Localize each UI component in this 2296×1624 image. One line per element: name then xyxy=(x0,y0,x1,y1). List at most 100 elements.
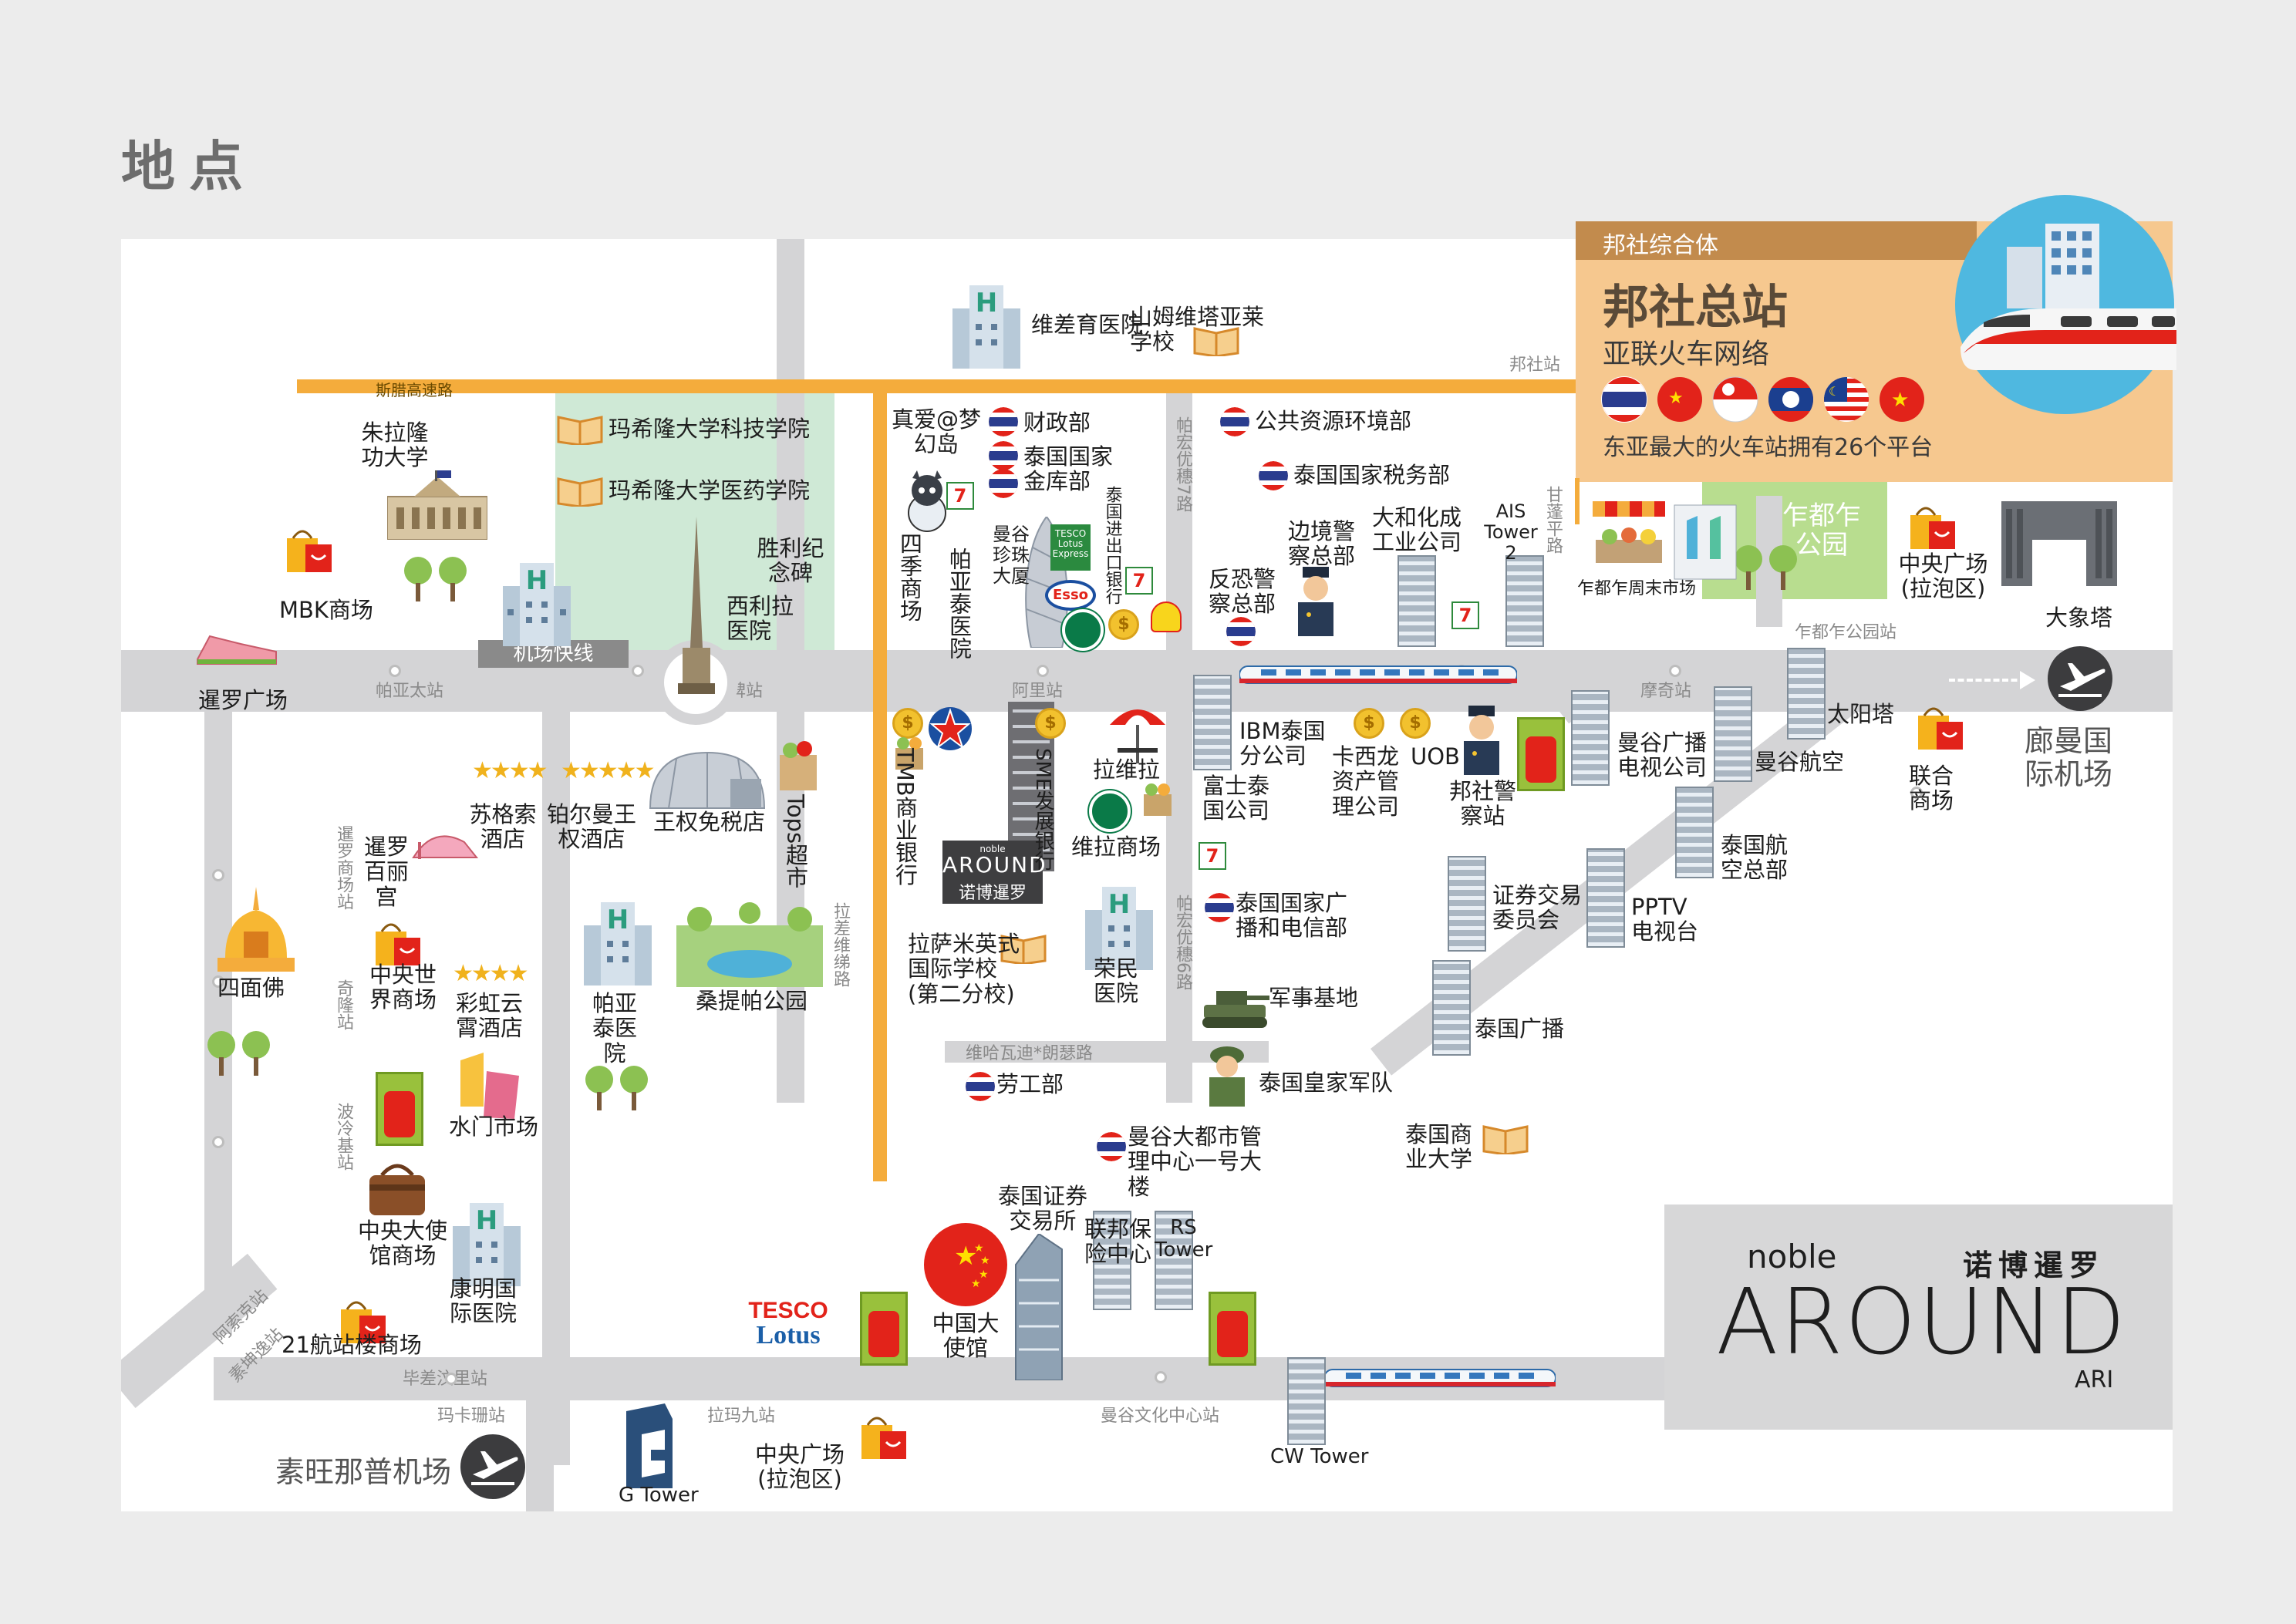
label-uob[interactable]: UOB xyxy=(1411,743,1460,770)
label-chatuchak-park[interactable]: 乍都乍公园 xyxy=(1782,500,1861,561)
label-suk-hotel[interactable]: 苏格索酒店 xyxy=(469,801,537,853)
rs-tower-icon xyxy=(1155,1211,1193,1310)
expressway-v xyxy=(873,379,887,1181)
label-cw-tower[interactable]: CW Tower xyxy=(1270,1445,1369,1468)
label-g-tower[interactable]: G Tower xyxy=(619,1484,699,1507)
label-finance[interactable]: 财政部 xyxy=(1023,409,1091,436)
label-santiphap[interactable]: 桑提帕公园 xyxy=(696,988,808,1014)
label-daiwa[interactable]: 大和化成工业公司 xyxy=(1372,504,1462,556)
svg-text:★: ★ xyxy=(954,1241,977,1272)
road-pradiphat: 拉差维绨路 xyxy=(831,902,850,987)
dot-siam[interactable] xyxy=(212,869,224,881)
label-revenue[interactable]: 泰国国家税务部 xyxy=(1293,462,1451,488)
label-true-love[interactable]: 真爱@梦幻岛 xyxy=(891,406,981,458)
dot-victory[interactable] xyxy=(632,665,644,677)
label-pptv[interactable]: PPTV电视台 xyxy=(1631,894,1699,945)
label-chinese-embassy[interactable]: 中国大使馆 xyxy=(932,1310,1000,1362)
dot-ploenchit[interactable] xyxy=(212,1136,224,1148)
label-don-mueang[interactable]: 廊曼国际机场 xyxy=(2024,724,2112,791)
label-siriraj[interactable]: 西利拉医院 xyxy=(727,593,794,645)
label-tmb[interactable]: TMB商业银行 xyxy=(892,748,919,886)
label-ibm[interactable]: IBM泰国分公司 xyxy=(1239,718,1326,770)
seven-eleven-icon: 7 xyxy=(946,482,974,510)
label-kasikorn-am[interactable]: 卡西龙资产管理公司 xyxy=(1332,743,1400,820)
label-central-ladprao-top[interactable]: 中央广场(拉泡区) xyxy=(1898,551,1988,602)
book-icon xyxy=(557,416,603,445)
logo-noble: noble xyxy=(1747,1238,1837,1275)
label-mahidol-pharmacy[interactable]: 玛希隆大学医药学院 xyxy=(609,477,811,504)
label-central-rama9[interactable]: 中央广场(拉泡区) xyxy=(754,1441,845,1493)
veterans-hospital-icon: H xyxy=(1085,887,1153,970)
label-sun-tower[interactable]: 太阳塔 xyxy=(1827,701,1895,727)
label-siam-paragon[interactable]: 暹罗广场 xyxy=(198,687,288,713)
police-icon xyxy=(1298,567,1333,636)
label-mbk[interactable]: MBK商场 xyxy=(279,597,373,623)
label-wichaiyut[interactable]: 维差育医院 xyxy=(1031,312,1144,338)
label-central-embassy[interactable]: 中央大使馆商场 xyxy=(357,1218,447,1269)
label-bangkok-airways[interactable]: 曼谷航空 xyxy=(1755,749,1845,775)
label-thai-airways[interactable]: 泰国航空总部 xyxy=(1721,832,1789,884)
label-tops[interactable]: Tops超市 xyxy=(782,794,809,889)
dot-chidlom[interactable] xyxy=(212,975,224,988)
svg-text:☾: ☾ xyxy=(1829,384,1839,399)
label-suvarnabhumi[interactable]: 素旺那普机场 xyxy=(275,1455,452,1489)
label-sec[interactable]: 证券交易委员会 xyxy=(1492,882,1583,934)
label-terminal21[interactable]: 21航站楼商场 xyxy=(282,1332,422,1358)
label-ais[interactable]: AIS Tower 2 xyxy=(1484,500,1538,564)
label-bma[interactable]: 曼谷大都市管理中心一号大楼 xyxy=(1128,1124,1263,1200)
road-ratchaprarop xyxy=(542,694,570,1465)
label-nbtc[interactable]: 泰国国家广播和电信部 xyxy=(1236,890,1348,942)
dot-phaya-thai[interactable] xyxy=(389,665,401,677)
label-rainbow-hotel[interactable]: 彩虹云霄酒店 xyxy=(455,990,523,1042)
label-phyathai1[interactable]: 帕亚泰医院 xyxy=(592,990,637,1066)
label-kmutnb[interactable]: 玛希隆大学科技学院 xyxy=(609,416,811,442)
label-siam-palace[interactable]: 暹罗百丽宫 xyxy=(363,834,409,910)
dot-phetchaburi[interactable] xyxy=(445,1373,457,1385)
station-chidlom: 奇隆站 xyxy=(334,979,353,1030)
label-bangkok-pearl[interactable]: 曼谷珍珠大厦 xyxy=(993,524,1030,587)
bank-coin-icon: $ xyxy=(1108,609,1139,640)
label-bumrungrad[interactable]: 康明国际医院 xyxy=(449,1275,517,1327)
label-victory-monument[interactable]: 胜利纪念碑 xyxy=(757,535,824,587)
wichaiyut-hospital-icon: H xyxy=(952,285,1020,369)
label-elephant-tower[interactable]: 大象塔 xyxy=(2045,605,2113,631)
label-pratunam[interactable]: 水门市场 xyxy=(449,1114,539,1140)
label-rs-tower[interactable]: RS Tower xyxy=(1155,1216,1213,1262)
dot-ari[interactable] xyxy=(1037,665,1049,677)
label-pullman[interactable]: 铂尔曼王权酒店 xyxy=(546,801,636,853)
label-pcd[interactable]: 公共资源环境部 xyxy=(1255,408,1412,434)
label-military-base[interactable]: 军事基地 xyxy=(1269,985,1359,1011)
dot-mo-chit[interactable] xyxy=(1669,665,1681,677)
label-exim[interactable]: 泰国进出口银行 xyxy=(1102,486,1122,605)
dot-chatuchak-2[interactable] xyxy=(1910,787,1923,799)
label-phyathai-hosp[interactable]: 帕亚泰医院 xyxy=(946,548,973,659)
label-army[interactable]: 泰国皇家军队 xyxy=(1259,1070,1394,1096)
label-villa[interactable]: 维拉商场 xyxy=(1071,834,1161,860)
label-veterans[interactable]: 荣民医院 xyxy=(1093,955,1138,1007)
noble-around-logo-panel xyxy=(1664,1205,2173,1430)
label-anti-terror[interactable]: 反恐警察总部 xyxy=(1209,566,1276,618)
label-fed-insurance[interactable]: 联邦保险中心 xyxy=(1084,1216,1151,1268)
label-mcot[interactable]: 泰国广播 xyxy=(1475,1016,1565,1042)
label-treasury[interactable]: 泰国国家金库部 xyxy=(1023,443,1114,495)
label-erawan[interactable]: 四面佛 xyxy=(217,975,285,1001)
label-chula[interactable]: 朱拉隆功大学 xyxy=(361,419,429,471)
label-utcc[interactable]: 泰国商业大学 xyxy=(1405,1121,1473,1173)
label-four-seasons[interactable]: 四季商场 xyxy=(896,532,923,622)
label-union-mall[interactable]: 联合商场 xyxy=(1908,763,1954,814)
label-chatuchak-market[interactable]: 乍都乍周末市场 xyxy=(1577,579,1697,598)
label-bec[interactable]: 曼谷广播电视公司 xyxy=(1617,729,1708,781)
dot-cultural[interactable] xyxy=(1155,1371,1167,1383)
label-labor[interactable]: 劳工部 xyxy=(996,1071,1064,1097)
label-central-world[interactable]: 中央世界商场 xyxy=(369,962,437,1013)
label-sme[interactable]: SME发展银行 xyxy=(1031,748,1055,871)
label-lavila[interactable]: 拉维拉 xyxy=(1093,756,1161,783)
label-saint-gabriel[interactable]: 山姆维塔亚莱学校 xyxy=(1130,304,1265,355)
label-king-power[interactable]: 王权免税店 xyxy=(653,809,766,835)
label-fuji[interactable]: 富士泰国公司 xyxy=(1202,773,1270,824)
label-set[interactable]: 泰国证券交易所 xyxy=(997,1183,1087,1235)
svg-text:★: ★ xyxy=(974,1242,984,1255)
label-ramkhamhaeng[interactable]: 拉萨米英式国际学校 (第二分校) xyxy=(908,931,1020,1007)
label-immigration[interactable]: 边境警察总部 xyxy=(1288,518,1356,570)
label-police[interactable]: 邦社警察站 xyxy=(1448,778,1516,830)
